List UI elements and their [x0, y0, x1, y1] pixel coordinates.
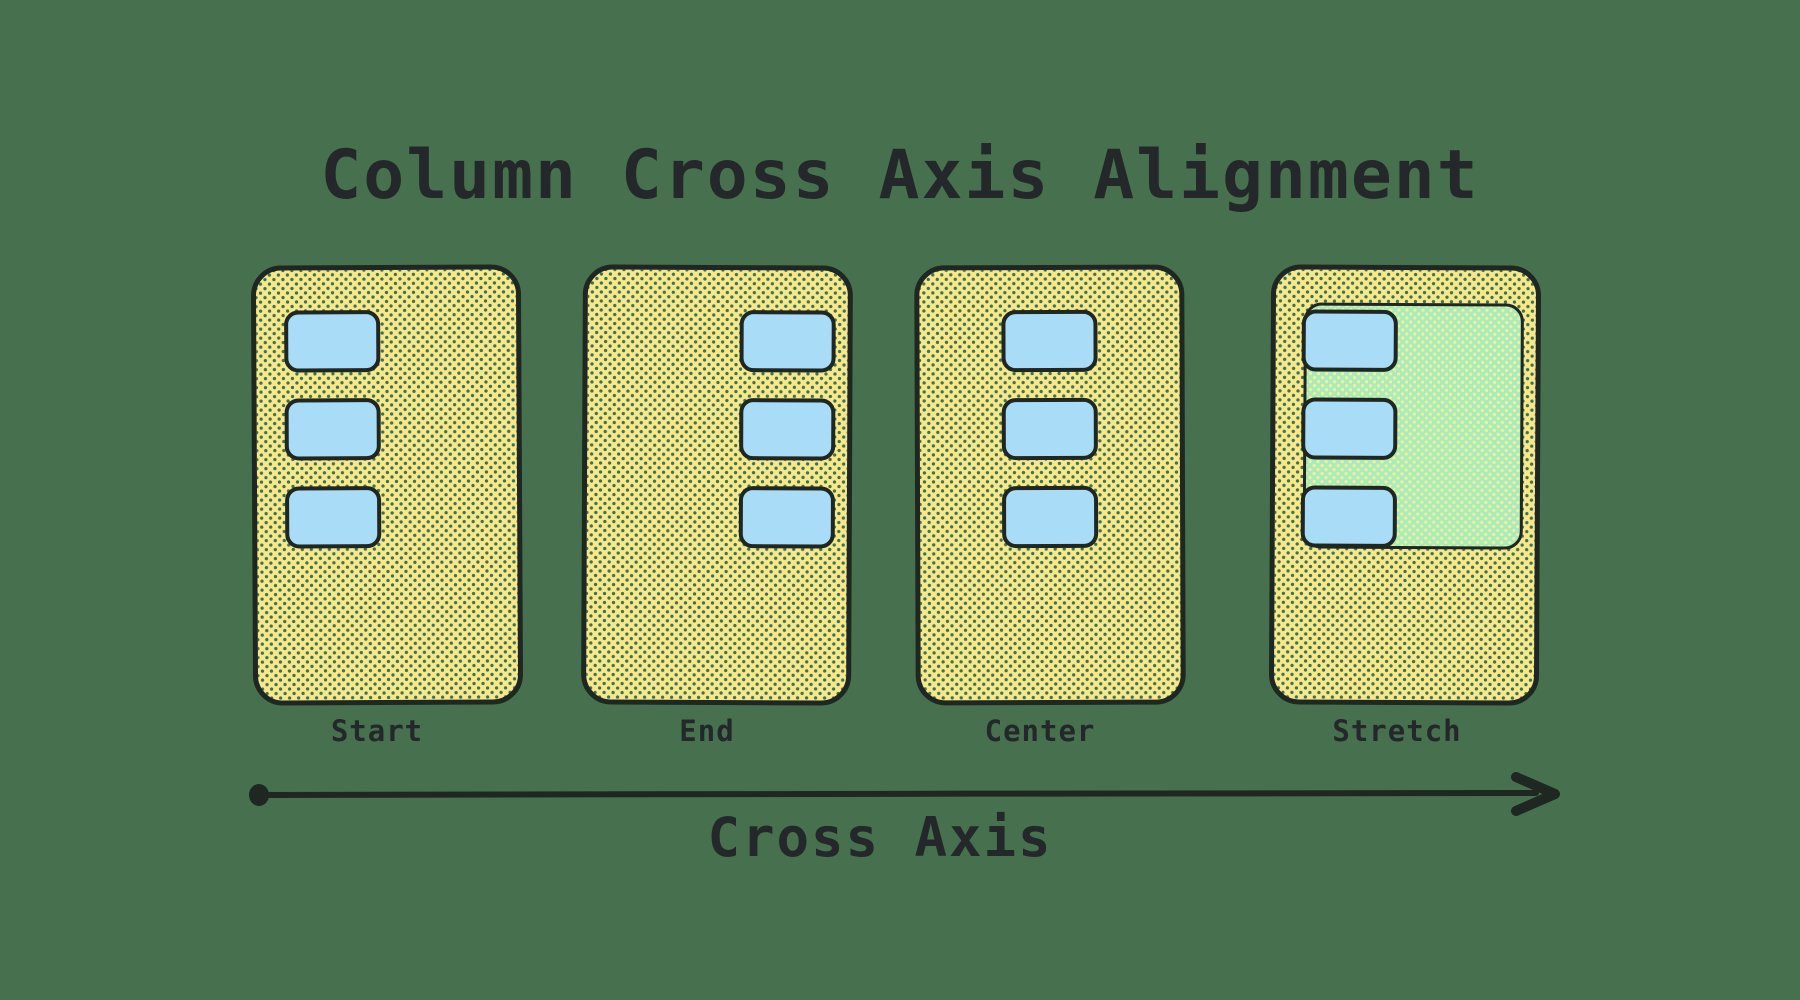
label-start: Start — [330, 714, 424, 748]
label-stretch: Stretch — [1332, 714, 1462, 748]
item — [738, 486, 835, 549]
item — [1301, 397, 1398, 460]
container-end — [581, 264, 853, 706]
item — [739, 310, 836, 373]
item — [285, 486, 382, 549]
container-center — [914, 264, 1186, 706]
items-group-stretch — [1274, 269, 1536, 700]
items-group-end — [586, 269, 848, 700]
diagram-title: Column Cross Axis Alignment — [320, 136, 1480, 215]
item — [1002, 485, 1099, 549]
cross-axis-arrow-icon — [249, 772, 1560, 816]
item — [1001, 309, 1098, 373]
items-group-start — [256, 269, 518, 700]
label-end: End — [679, 714, 735, 748]
cross-axis-label: Cross Axis — [707, 806, 1053, 869]
container-start — [250, 264, 524, 706]
container-stretch — [1268, 264, 1542, 706]
item — [284, 310, 381, 373]
item — [284, 398, 381, 461]
item — [1301, 309, 1398, 372]
item — [1001, 397, 1098, 461]
item — [1300, 485, 1397, 548]
label-center: Center — [984, 714, 1096, 748]
items-group-center — [919, 270, 1180, 701]
item — [739, 398, 836, 461]
